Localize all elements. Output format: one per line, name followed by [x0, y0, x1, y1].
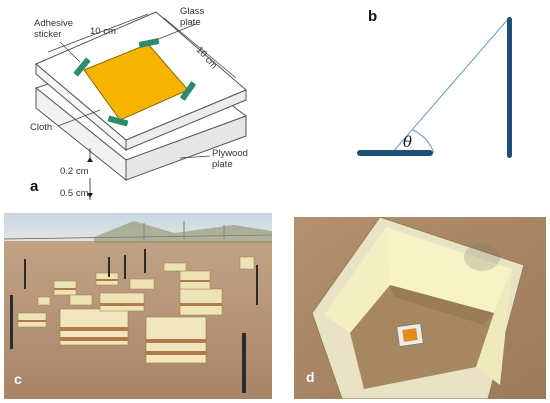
gap-bottom-label: 0.5 cm: [60, 188, 89, 199]
panel-letter-c: c: [14, 371, 22, 387]
panel-b-angle-diagram: θ b: [300, 0, 550, 200]
panel-d-box-photo: d: [294, 217, 546, 399]
diagonal-line: [391, 17, 510, 154]
adhesive-stickers: [73, 38, 196, 127]
panel-letter-a: a: [30, 178, 39, 195]
field-stakes: [10, 249, 258, 393]
panel-letter-b: b: [368, 8, 378, 25]
panel-c-field-photo: c: [4, 213, 272, 399]
horizontal-bar: [357, 150, 433, 156]
gap-top-label: 0.2 cm: [60, 166, 89, 177]
angle-diagram-svg: θ: [357, 17, 512, 158]
field-photo-svg: [4, 213, 272, 399]
sampler-boxes: [17, 256, 255, 364]
sampler-plate: [396, 323, 424, 347]
box-photo-svg: [294, 217, 546, 399]
vertical-bar: [507, 17, 512, 158]
width-dimension-label: 10 cm: [90, 26, 116, 37]
panel-letter-d: d: [306, 369, 315, 385]
cloth-label: Cloth: [30, 122, 52, 133]
theta-label: θ: [403, 133, 412, 151]
angle-arc: [412, 129, 435, 154]
